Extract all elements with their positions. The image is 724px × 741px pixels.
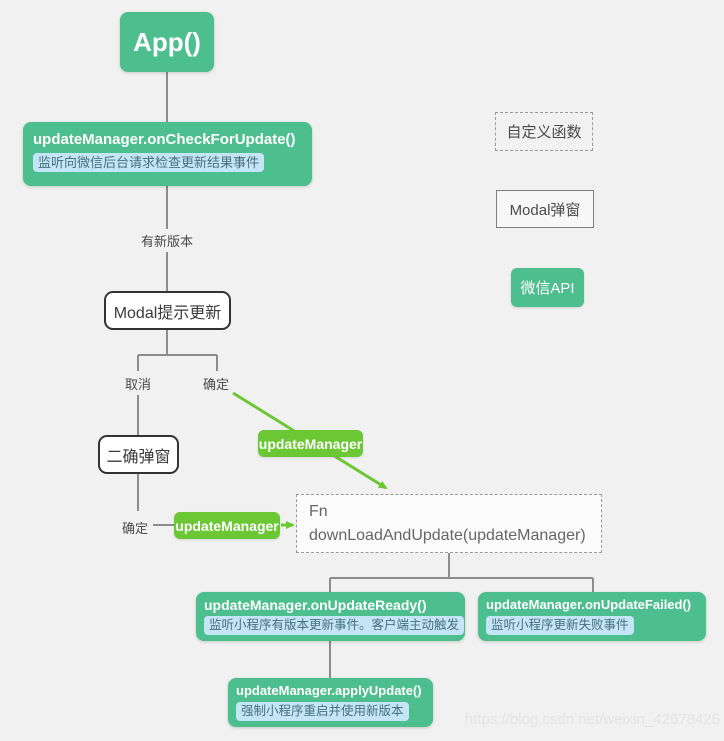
node-download-and-update-fn: Fn downLoadAndUpdate(updateManager) bbox=[296, 494, 602, 553]
node-title: updateManager.applyUpdate() bbox=[236, 683, 422, 698]
node-on-check-for-update: updateManager.onCheckForUpdate() 监听向微信后台… bbox=[23, 122, 312, 186]
node-modal-prompt: Modal提示更新 bbox=[104, 291, 231, 330]
node-subtitle-badge: 监听小程序更新失败事件 bbox=[486, 616, 634, 635]
node-second-confirm-title: 二确弹窗 bbox=[106, 448, 171, 466]
node-apply-update: updateManager.applyUpdate() 强制小程序重启并使用新版… bbox=[228, 678, 433, 727]
legend-modal-popup-label: Modal弹窗 bbox=[509, 201, 581, 219]
node-title: updateManager.onUpdateReady() bbox=[204, 597, 427, 613]
node-modal-prompt-title: Modal提示更新 bbox=[113, 304, 222, 322]
edge-label-cancel: 取消 bbox=[121, 372, 155, 395]
legend-modal-popup: Modal弹窗 bbox=[496, 190, 594, 228]
edge-label-confirm-top: 确定 bbox=[199, 372, 233, 395]
node-subtitle-badge: 监听向微信后台请求检查更新结果事件 bbox=[33, 153, 265, 172]
node-title: updateManager.onUpdateFailed() bbox=[486, 597, 692, 612]
legend-custom-function-label: 自定义函数 bbox=[506, 124, 582, 141]
watermark-url: https://blog.csdn.net/weixin_42678425 bbox=[464, 711, 720, 728]
edge-label-confirm-bottom: 确定 bbox=[118, 516, 152, 539]
legend-wechat-api-label: 微信API bbox=[520, 280, 575, 297]
node-title: updateManager.onCheckForUpdate() bbox=[33, 131, 296, 148]
edge-badge-update-manager-horizontal: updateManager bbox=[174, 512, 280, 539]
legend-custom-function: 自定义函数 bbox=[495, 112, 593, 151]
edge-badge-update-manager-diagonal: updateManager bbox=[258, 430, 363, 457]
node-second-confirm-modal: 二确弹窗 bbox=[98, 435, 179, 474]
fn-signature: downLoadAndUpdate(updateManager) bbox=[309, 527, 586, 544]
legend-wechat-api: 微信API bbox=[511, 268, 584, 307]
node-app-title: App() bbox=[133, 26, 201, 57]
node-on-update-ready: updateManager.onUpdateReady() 监听小程序有版本更新… bbox=[196, 592, 465, 641]
node-app: App() bbox=[120, 12, 214, 72]
node-subtitle-badge: 强制小程序重启并使用新版本 bbox=[236, 702, 409, 721]
fn-keyword: Fn bbox=[309, 503, 328, 520]
node-subtitle-badge: 监听小程序有版本更新事件。客户端主动触发 bbox=[204, 616, 465, 635]
edge-label-new-version: 有新版本 bbox=[137, 229, 197, 252]
node-on-update-failed: updateManager.onUpdateFailed() 监听小程序更新失败… bbox=[478, 592, 706, 641]
